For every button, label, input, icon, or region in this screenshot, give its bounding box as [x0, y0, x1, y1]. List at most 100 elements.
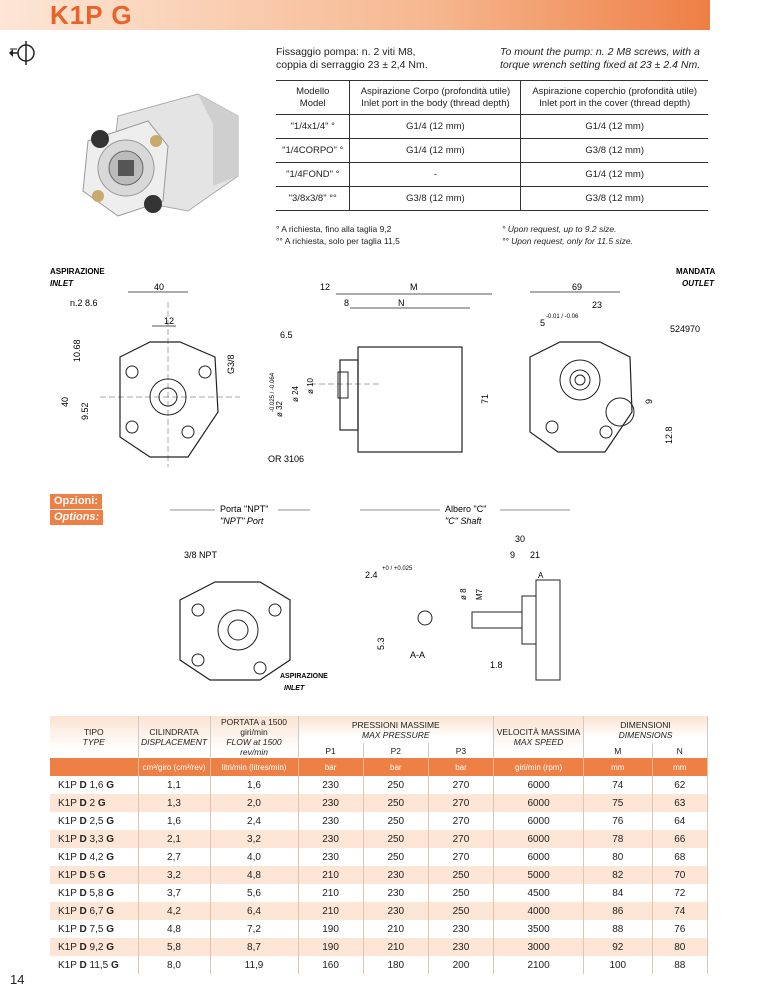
- disp-cell: 1,6: [138, 812, 211, 830]
- mounting-note-en: To mount the pump: n. 2 M8 screws, with …: [500, 46, 701, 71]
- type-cell: K1P D 9,2 G: [50, 938, 139, 956]
- svg-text:M7: M7: [475, 588, 484, 600]
- svg-text:Porta "NPT": Porta "NPT": [220, 504, 268, 514]
- n-cell: 76: [652, 920, 708, 938]
- n-cell: 74: [652, 902, 708, 920]
- disp-cell: 1,1: [138, 776, 211, 794]
- svg-text:5.3: 5.3: [376, 637, 386, 650]
- table-row: "1/4FOND" °-G1/4 (12 mm): [276, 162, 708, 187]
- header-banner: [0, 0, 710, 30]
- label-inlet: INLET: [50, 279, 74, 288]
- table-row: "3/8x3/8" °°G3/8 (12 mm)G3/8 (12 mm): [276, 186, 708, 211]
- svg-text:2.4: 2.4: [365, 570, 378, 580]
- speed-cell: 3500: [493, 920, 585, 938]
- options-label-it: Opzioni:: [50, 494, 102, 509]
- type-cell: K1P D 1,6 G: [50, 776, 139, 794]
- label-aspirazione: ASPIRAZIONE: [50, 267, 105, 276]
- speed-cell: 4000: [493, 902, 585, 920]
- footnotes-it: ° A richiesta, fino alla taglia 9,2°° A …: [276, 224, 400, 246]
- flow-cell: 4,0: [210, 848, 299, 866]
- p1-cell: 190: [298, 920, 364, 938]
- n-cell: 66: [652, 830, 708, 848]
- p2-cell: 230: [363, 902, 429, 920]
- svg-text:40: 40: [154, 282, 164, 292]
- rotation-symbol-icon: [9, 41, 35, 65]
- flow-cell: 4,8: [210, 866, 299, 884]
- p3-cell: 250: [428, 884, 495, 902]
- p2-cell: 250: [363, 794, 429, 812]
- p3-cell: 270: [428, 776, 495, 794]
- pump-illustration: [82, 93, 239, 217]
- m-cell: 100: [583, 956, 653, 974]
- svg-text:ø 32: ø 32: [275, 400, 284, 417]
- options-drawing: Porta "NPT" "NPT" Port 3/8 NPT ASPIRAZIO…: [170, 504, 570, 692]
- inlet-view: ASPIRAZIONE INLET 40 n.2 8.6 12 10.68 G3…: [50, 267, 240, 467]
- p3-cell: 200: [428, 956, 495, 974]
- type-cell: K1P D 5,8 G: [50, 884, 139, 902]
- p1-cell: 210: [298, 902, 364, 920]
- type-cell: K1P D 4,2 G: [50, 848, 139, 866]
- svg-text:5: 5: [540, 318, 545, 328]
- n-cell: 80: [652, 938, 708, 956]
- p3-cell: 270: [428, 848, 495, 866]
- p1-cell: 210: [298, 884, 364, 902]
- p1-cell: 230: [298, 848, 364, 866]
- speed-cell: 6000: [493, 830, 585, 848]
- svg-text:69: 69: [572, 282, 582, 292]
- speed-cell: 6000: [493, 794, 585, 812]
- flow-cell: 3,2: [210, 830, 299, 848]
- n-cell: 70: [652, 866, 708, 884]
- flow-cell: 2,4: [210, 812, 299, 830]
- m-cell: 74: [583, 776, 653, 794]
- m-cell: 75: [583, 794, 653, 812]
- speed-cell: 5000: [493, 866, 585, 884]
- p1-cell: 230: [298, 830, 364, 848]
- svg-text:M: M: [410, 282, 418, 292]
- speed-cell: 4500: [493, 884, 585, 902]
- p1-cell: 210: [298, 866, 364, 884]
- svg-text:9: 9: [644, 399, 654, 404]
- svg-text:10.68: 10.68: [72, 339, 82, 362]
- svg-text:30: 30: [515, 534, 525, 544]
- type-cell: K1P D 3,3 G: [50, 830, 139, 848]
- disp-cell: 2,7: [138, 848, 211, 866]
- p2-cell: 180: [363, 956, 429, 974]
- disp-cell: 3,2: [138, 866, 211, 884]
- side-view: 12 M 8 N 6.5 ø 32 -0.025 / -0.064 ø 24 ø…: [268, 282, 492, 464]
- speed-cell: 6000: [493, 812, 585, 830]
- p2-cell: 210: [363, 920, 429, 938]
- n-cell: 68: [652, 848, 708, 866]
- p3-cell: 230: [428, 938, 495, 956]
- options-label-en: Options:: [50, 510, 104, 525]
- svg-text:ø 10: ø 10: [306, 377, 315, 394]
- n-cell: 88: [652, 956, 708, 974]
- disp-cell: 5,8: [138, 938, 211, 956]
- flow-cell: 5,6: [210, 884, 299, 902]
- svg-text:9: 9: [510, 550, 515, 560]
- svg-text:G3/8: G3/8: [226, 354, 236, 374]
- table-row: "1/4x1/4" °G1/4 (12 mm)G1/4 (12 mm): [276, 114, 708, 139]
- svg-text:23: 23: [592, 300, 602, 310]
- svg-text:A-A: A-A: [410, 650, 425, 660]
- c-shaft-view: Albero "C" "C" Shaft 2.4 +0 / +0.025 5.3…: [360, 504, 570, 681]
- type-cell: K1P D 11,5 G: [50, 956, 139, 974]
- n-cell: 72: [652, 884, 708, 902]
- svg-text:n.2 8.6: n.2 8.6: [70, 298, 98, 308]
- svg-text:ø 24: ø 24: [291, 385, 300, 402]
- p3-cell: 230: [428, 920, 495, 938]
- type-cell: K1P D 7,5 G: [50, 920, 139, 938]
- flow-cell: 11,9: [210, 956, 299, 974]
- svg-text:3/8 NPT: 3/8 NPT: [184, 550, 218, 560]
- speed-cell: 3000: [493, 938, 585, 956]
- p2-cell: 230: [363, 866, 429, 884]
